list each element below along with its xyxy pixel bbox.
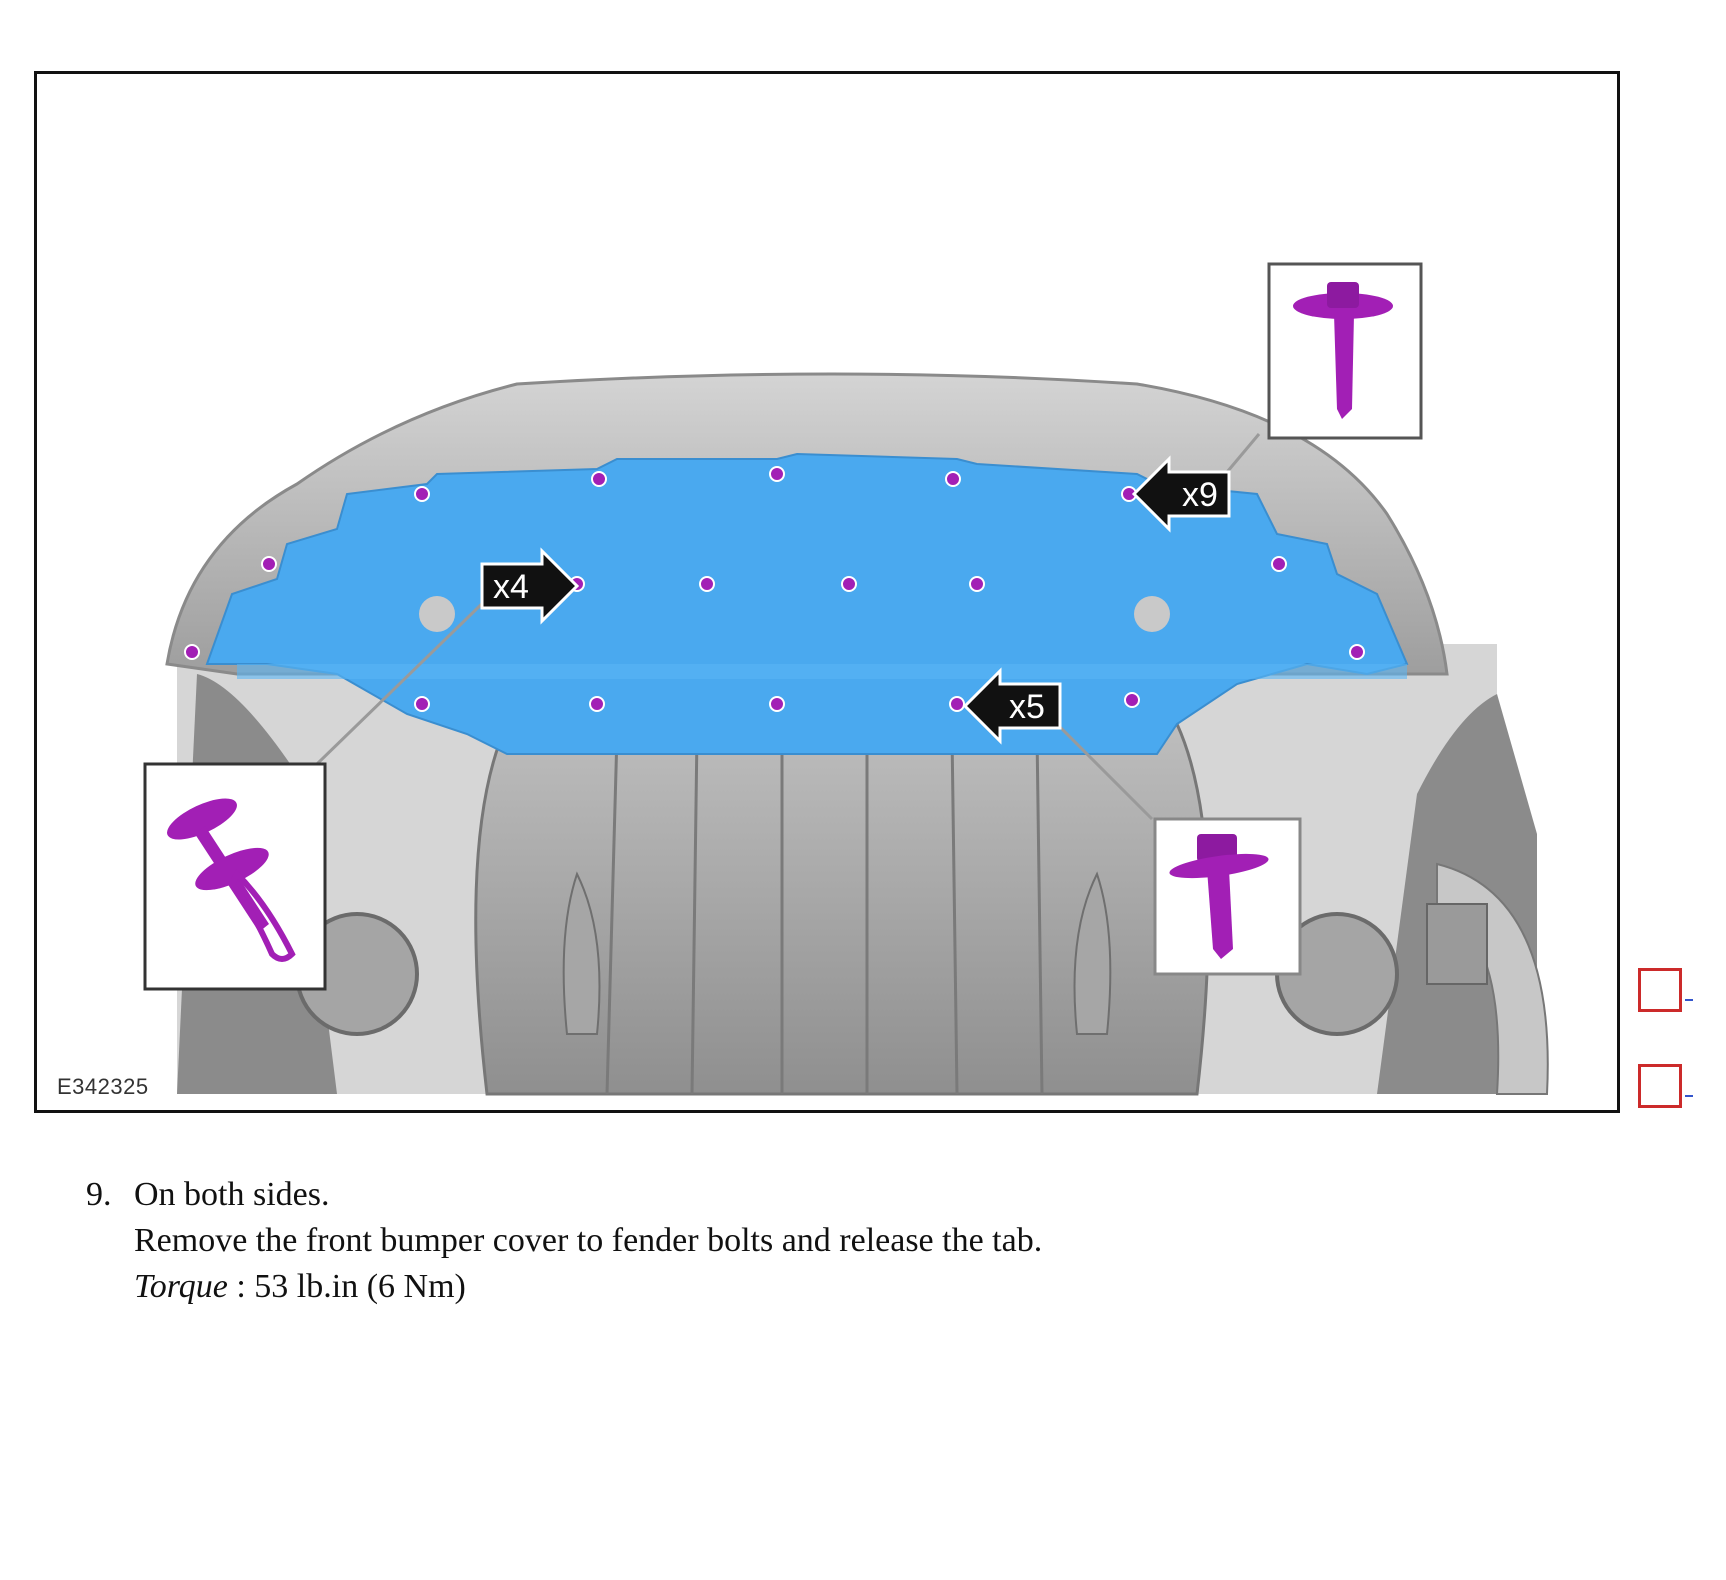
side-marker-checkbox[interactable] [1638, 968, 1693, 1012]
inset-retainer-x4 [143, 762, 327, 991]
flange-bolt-icon [1169, 834, 1269, 959]
torque-value: : 53 lb.in (6 Nm) [227, 1268, 466, 1305]
callout-x4: x4 [480, 547, 580, 625]
step-line-1: On both sides. [134, 1176, 330, 1213]
callout-x9: x9 [1131, 455, 1231, 533]
step-line-2: Remove the front bumper cover to fender … [134, 1222, 1043, 1259]
torque-label: Torque [134, 1268, 228, 1305]
push-pin-retainer-icon [167, 798, 296, 962]
figure-illustration: x9 x4 x5 [34, 71, 1620, 1113]
bolt-icon [1293, 282, 1393, 419]
inset-bolt-x9 [1267, 262, 1423, 440]
callout-label-x9: x9 [1182, 476, 1218, 514]
fastener-points [184, 466, 1365, 712]
callout-label-x5: x5 [1009, 688, 1045, 726]
callout-x5: x5 [962, 667, 1062, 745]
step-number: 9. [86, 1176, 112, 1213]
inset-bolt-x5 [1153, 817, 1302, 976]
side-marker-checkbox[interactable] [1638, 1064, 1693, 1108]
figure-id: E342325 [57, 1074, 149, 1099]
splash-shield [474, 722, 1210, 1096]
bumper-cover-diagram: x9 x4 x5 [143, 262, 1549, 1096]
torque-spec: Torque : 53 lb.in (6 Nm) [134, 1264, 1042, 1310]
callout-label-x4: x4 [493, 568, 529, 606]
